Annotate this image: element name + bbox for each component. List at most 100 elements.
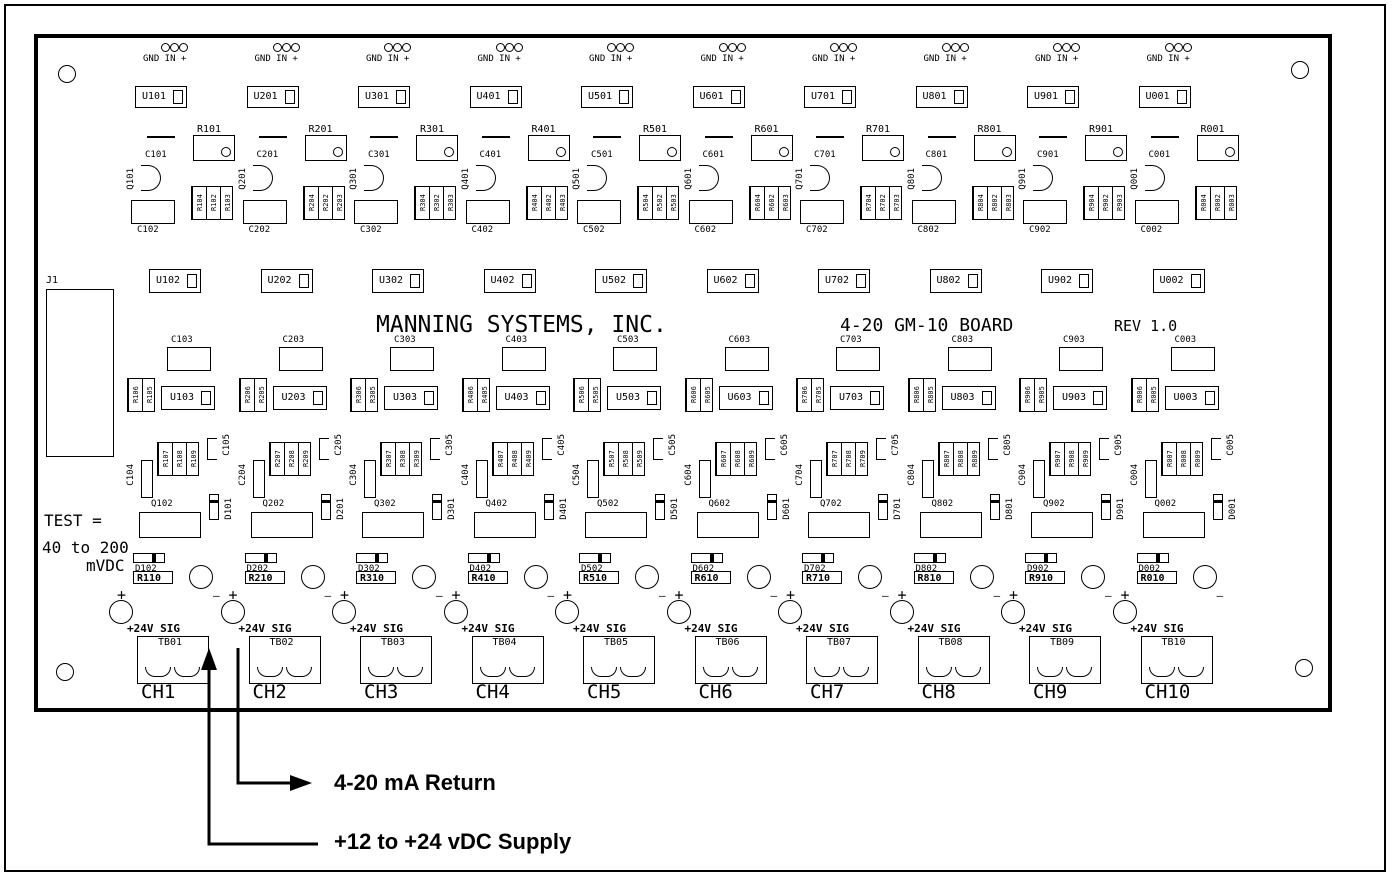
resistor-network-3-cell: R707 <box>827 443 841 475</box>
resistor-network-2-cell: R406 <box>462 379 477 411</box>
test-value: 40 to 200 <box>42 538 129 557</box>
test-pad-icon[interactable] <box>555 600 579 624</box>
resistor-r1 <box>1085 135 1127 161</box>
capacitor-c4 <box>921 460 934 498</box>
test-pad-icon[interactable] <box>1001 600 1025 624</box>
terminal-block[interactable]: TB08 <box>917 636 990 684</box>
test-pad-icon[interactable] <box>189 565 213 589</box>
capacitor-c1-label: C001 <box>1148 150 1171 160</box>
ic-notch-icon <box>298 274 309 288</box>
resistor-network-3-cell: R607 <box>715 443 730 475</box>
header-pin-label: GND IN + <box>812 54 856 64</box>
test-pad-icon[interactable] <box>332 600 356 624</box>
board-revision: REV 1.0 <box>1114 317 1178 335</box>
ic-notch-icon <box>1190 274 1201 288</box>
transistor-q2-label: Q302 <box>374 499 396 509</box>
test-pad-icon[interactable] <box>635 565 659 589</box>
resistor-r1-label: R001 <box>1200 124 1225 135</box>
terminal-block[interactable]: TB10 <box>1140 636 1213 684</box>
channel-label: CH8 <box>921 681 956 703</box>
diode-d1-icon <box>655 494 665 520</box>
resistor-pad-icon <box>1224 147 1235 157</box>
header-pin-label: GND IN + <box>1146 54 1190 64</box>
resistor-network-3-cell: R007 <box>1161 443 1176 475</box>
resistor-network-2-cell: R506 <box>574 379 588 411</box>
test-pad-icon[interactable] <box>1192 565 1217 589</box>
test-pad-icon[interactable] <box>1081 565 1105 589</box>
terminal-block[interactable]: TB01 <box>137 636 209 684</box>
test-pad-plus-label: + <box>786 586 796 604</box>
terminal-block[interactable]: TB07 <box>806 636 878 684</box>
ic-notch-icon <box>507 90 518 104</box>
resistor-network-3-cell: R107 <box>158 443 172 475</box>
capacitor-c2-label: C002 <box>1140 225 1163 235</box>
test-pad-icon[interactable] <box>220 600 245 624</box>
ic-u1: U501 <box>581 86 633 108</box>
test-pad-icon[interactable] <box>746 565 771 589</box>
header-pin-label: GND IN + <box>477 54 521 64</box>
ic-notch-icon <box>870 391 880 405</box>
resistor-pad-icon <box>890 147 900 157</box>
resistor-r10: R210 <box>244 571 285 584</box>
test-pad-plus-label: + <box>340 586 350 604</box>
resistor-network-3-cell: R208 <box>283 443 298 475</box>
test-pad-icon[interactable] <box>969 565 994 589</box>
capacitor-c4-label: C204 <box>237 464 248 486</box>
transistor-q2 <box>696 512 759 538</box>
header-pin-icon <box>1053 43 1062 52</box>
capacitor-c4 <box>1033 460 1045 498</box>
test-pad-icon[interactable] <box>666 600 691 624</box>
terminal-signal-label: +24V SIG <box>684 622 738 635</box>
test-pad-icon[interactable] <box>778 600 802 624</box>
transistor-q2-label: Q702 <box>820 499 842 509</box>
terminal-block[interactable]: TB09 <box>1029 636 1101 684</box>
test-pad-icon[interactable] <box>109 600 133 624</box>
diode-d1-label: D801 <box>1004 498 1015 520</box>
capacitor-c3-label: C003 <box>1174 335 1197 345</box>
test-pad-icon[interactable] <box>1112 600 1137 624</box>
terminal-block[interactable]: TB06 <box>694 636 767 684</box>
test-pad-icon[interactable] <box>858 565 882 589</box>
capacitor-c5-label: C005 <box>1225 434 1236 456</box>
diode-d1-icon <box>1212 494 1223 520</box>
diode-d2-label: D402 <box>469 564 492 574</box>
ic-notch-icon <box>1176 90 1187 104</box>
diode-d1-icon <box>878 494 888 520</box>
terminal-block[interactable]: TB03 <box>360 636 432 684</box>
diode-d2-label: D502 <box>581 564 603 574</box>
terminal-screw-icon <box>620 667 646 677</box>
terminal-signal-label: +24V SIG <box>907 622 961 635</box>
ic-u1: U401 <box>469 86 522 108</box>
capacitor-c3 <box>278 347 323 371</box>
resistor-r1-label: R401 <box>531 124 556 135</box>
supply-annotation: +12 to +24 vDC Supply <box>334 829 572 854</box>
header-pin-icon <box>625 43 634 52</box>
terminal-block[interactable]: TB04 <box>471 636 544 684</box>
capacitor-c2-label: C102 <box>137 225 159 235</box>
terminal-block[interactable]: TB05 <box>583 636 655 684</box>
test-pad-icon[interactable] <box>300 565 325 589</box>
test-pad-icon[interactable] <box>412 565 436 589</box>
test-pad-icon[interactable] <box>523 565 548 589</box>
header-pin-icon <box>959 43 969 52</box>
capacitor-c5-label: C205 <box>333 434 344 456</box>
resistor-network-2-cell: R205 <box>253 379 268 411</box>
diode-d2-icon <box>913 553 946 563</box>
capacitor-c1-label: C401 <box>479 150 502 160</box>
diode-d1-label: D301 <box>447 498 457 520</box>
resistor-network-1-cell: R602 <box>763 187 778 219</box>
diode-d1-label: D501 <box>670 498 680 520</box>
test-pad-minus-label: — <box>770 589 778 602</box>
test-pad-icon[interactable] <box>889 600 914 624</box>
test-pad-icon[interactable] <box>443 600 468 624</box>
resistor-network-1-cell: R204 <box>303 187 318 219</box>
terminal-block[interactable]: TB02 <box>248 636 321 684</box>
